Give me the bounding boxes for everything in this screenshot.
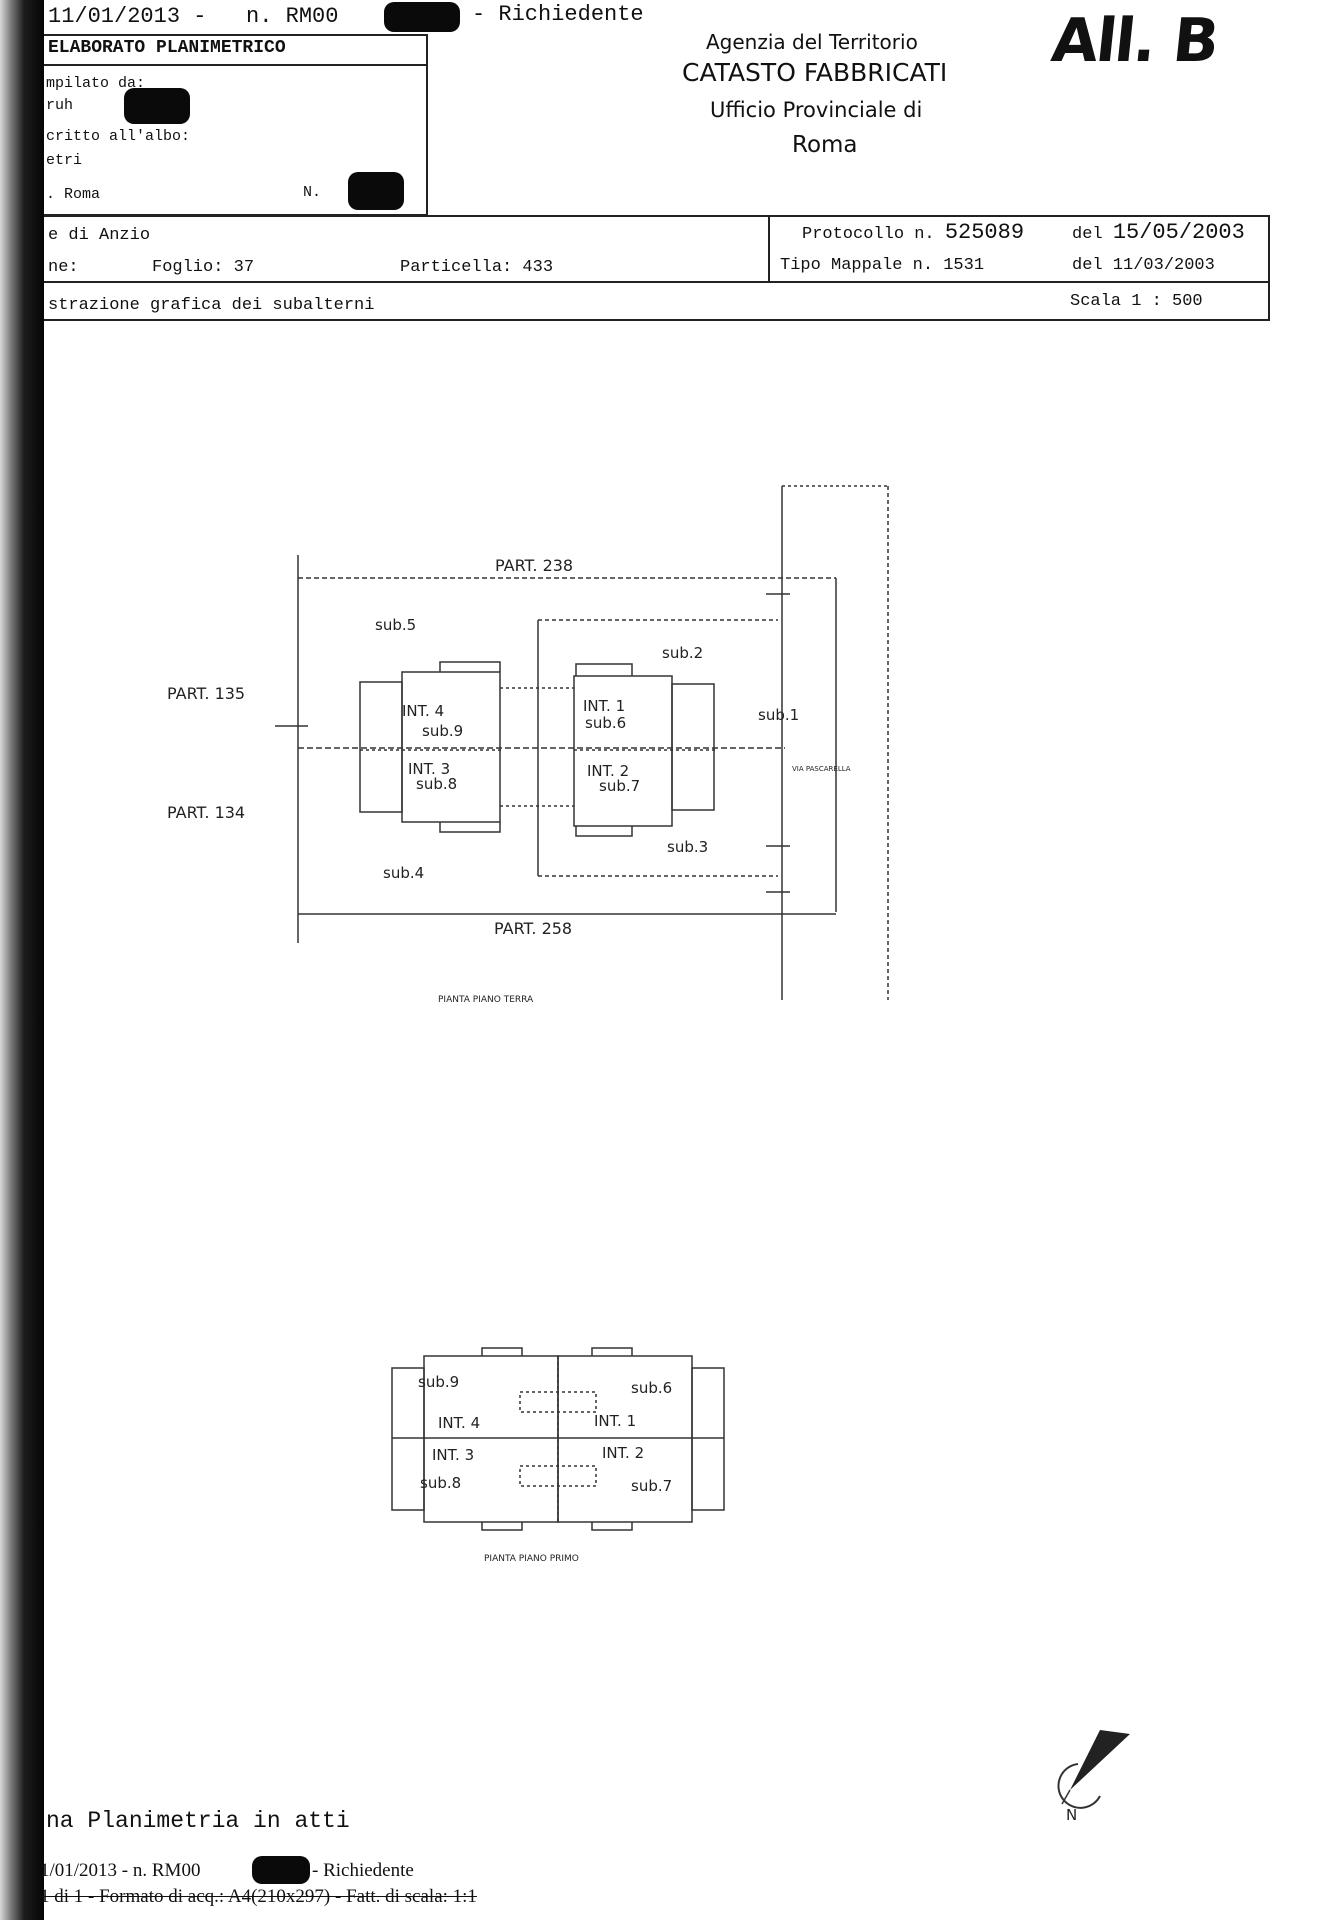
albo-value: etri — [46, 152, 83, 169]
label-first-int1: INT. 1 — [594, 1412, 636, 1430]
footer-date-line: 1/01/2013 - n. RM00 — [40, 1860, 201, 1881]
ground-plan-lines — [275, 485, 889, 1000]
agency-line2: CATASTO FABBRICATI — [682, 58, 948, 87]
redaction-footer-number — [252, 1856, 310, 1884]
top-richiedente: - Richiedente — [472, 2, 644, 27]
north-arrow-arc — [1057, 1763, 1101, 1809]
label-first-int2: INT. 2 — [602, 1444, 644, 1462]
scan-edge — [0, 0, 44, 1920]
elaborato-title: ELABORATO PLANIMETRICO — [48, 38, 286, 58]
scala: Scala 1 : 500 — [1070, 292, 1203, 311]
agency-line1: Agenzia del Territorio — [706, 30, 918, 54]
particella: Particella: 433 — [400, 258, 554, 277]
protocollo-del: del 15/05/2003 — [1072, 220, 1245, 245]
label-ground-int3: INT. 3 — [408, 760, 450, 778]
label-part-134: PART. 134 — [167, 803, 245, 822]
north-arrow-blade — [1070, 1730, 1130, 1790]
label-first-sub9: sub.9 — [418, 1373, 459, 1391]
info-table-col-divider — [768, 215, 770, 283]
label-first-int4: INT. 4 — [438, 1414, 480, 1432]
footer-formato: 1 di 1 - Formato di acq.: A4(210x297) - … — [40, 1886, 477, 1907]
ground-plan-labels: PART. 238 PART. 135 PART. 134 PART. 258 … — [167, 556, 851, 1005]
info-table — [44, 215, 1270, 321]
label-ground-int1: INT. 1 — [583, 697, 625, 715]
protocollo-value: 525089 — [944, 220, 1025, 245]
tipo-mappale: Tipo Mappale n. 1531 — [780, 256, 985, 275]
redaction-albo-number — [348, 172, 404, 210]
label-first-int3: INT. 3 — [432, 1446, 474, 1464]
agency-line3: Ufficio Provinciale di — [710, 98, 923, 122]
albo-n-label: N. — [303, 184, 322, 201]
north-arrow-stem — [1061, 1789, 1071, 1805]
north-arrow-icon: N — [1057, 1730, 1130, 1824]
sezione-label: ne: — [48, 258, 79, 277]
header-left-title-divider — [44, 64, 428, 66]
top-date: 11/01/2013 — [48, 4, 181, 29]
top-n-label: n. — [246, 4, 273, 29]
dimostrazione-grafica: strazione grafica dei subalterni — [48, 296, 375, 315]
tipo-mappale-date: del 11/03/2003 — [1072, 256, 1215, 275]
top-dash: - — [193, 4, 207, 29]
label-ground-sub9: sub.9 — [422, 722, 463, 740]
label-first-sub6: sub.6 — [631, 1379, 672, 1397]
label-part-135: PART. 135 — [167, 684, 245, 703]
north-label: N — [1066, 1806, 1077, 1824]
label-ground-sub2: sub.2 — [662, 644, 703, 662]
label-ground-int4: INT. 4 — [402, 702, 444, 720]
protocollo-date: 15/05/2003 — [1112, 220, 1245, 245]
iscritto-label: critto all'albo: — [46, 128, 191, 145]
label-part-258: PART. 258 — [494, 919, 572, 938]
first-plan-labels: sub.9 sub.6 INT. 4 INT. 1 INT. 3 INT. 2 … — [418, 1373, 672, 1564]
label-first-sub7: sub.7 — [631, 1477, 672, 1495]
protocollo: Protocollo n. 525089 — [802, 220, 1024, 245]
top-n-value: RM00 — [285, 4, 339, 29]
compilato-name: ruh — [46, 97, 74, 114]
label-ground-sub3: sub.3 — [667, 838, 708, 856]
label-first-sub8: sub.8 — [420, 1474, 461, 1492]
protocollo-del-label: del — [1072, 225, 1103, 244]
protocollo-label: Protocollo n. — [802, 225, 935, 244]
redaction-top-number — [384, 2, 460, 32]
label-ground-sub7: sub.7 — [599, 777, 640, 795]
footer-richiedente: - Richiedente — [312, 1860, 414, 1881]
ground-plan-caption: PIANTA PIANO TERRA — [438, 995, 534, 1005]
label-ground-sub1: sub.1 — [758, 706, 799, 724]
prov-value: . Roma — [46, 186, 101, 203]
foglio: Foglio: 37 — [152, 258, 255, 277]
top-date-line: 11/01/2013 - n. RM00 — [48, 4, 338, 29]
compilato-label: mpilato da: — [46, 75, 146, 92]
label-part-238: PART. 238 — [495, 556, 573, 575]
label-ground-sub6: sub.6 — [585, 714, 626, 732]
comune: e di Anzio — [48, 226, 151, 245]
ultima-planimetria: na Planimetria in atti — [46, 1808, 350, 1834]
first-plan-lines — [391, 1347, 725, 1531]
redaction-compilato — [124, 88, 190, 124]
label-ground-sub4: sub.4 — [383, 864, 424, 882]
label-ground-sub5: sub.5 — [375, 616, 416, 634]
info-table-row-divider — [44, 281, 1270, 283]
label-street-name: VIA PASCARELLA — [792, 765, 851, 773]
label-ground-int2: INT. 2 — [587, 762, 629, 780]
first-plan-caption: PIANTA PIANO PRIMO — [484, 1554, 579, 1564]
agency-line4: Roma — [792, 132, 858, 158]
label-ground-sub8: sub.8 — [416, 775, 457, 793]
